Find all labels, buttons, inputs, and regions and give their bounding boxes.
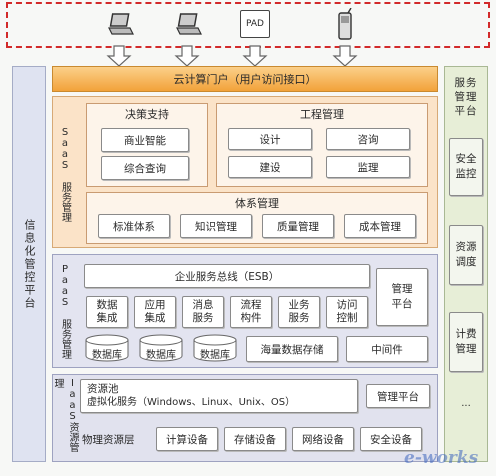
box-access-control: 访问控制: [326, 296, 368, 328]
decision-title: 决策支持: [125, 108, 169, 121]
box-standard-system: 标准体系: [98, 214, 170, 238]
box-esb: 企业服务总线（ESB）: [84, 264, 370, 288]
pad-label: PAD: [246, 19, 264, 29]
left-control-platform: 信息化管控平台: [12, 66, 46, 462]
system-title: 体系管理: [235, 197, 279, 210]
iaas-side-label: IaaS资源管理: [52, 378, 78, 452]
right-top-label: 服务管理平台: [454, 77, 478, 117]
box-data-integration: 数据集成: [86, 296, 128, 328]
box-compute-device: 计算设备: [156, 427, 218, 451]
box-construction: 建设: [228, 156, 312, 178]
right-item-billing: 计费管理: [449, 312, 483, 372]
arrows-down: [106, 45, 358, 67]
database-icon: 数据库: [192, 334, 238, 362]
box-cost-management: 成本管理: [344, 214, 416, 238]
box-security-device: 安全设备: [360, 427, 422, 451]
right-item-security: 安全监控: [449, 138, 483, 196]
box-supervision: 监理: [326, 156, 410, 178]
laptop-icon: [108, 12, 134, 36]
engineering-title: 工程管理: [300, 108, 344, 121]
box-application-integration: 应用集成: [134, 296, 176, 328]
box-mass-data-storage: 海量数据存储: [246, 336, 338, 362]
box-business-service: 业务服务: [278, 296, 320, 328]
box-message-service: 消息服务: [182, 296, 224, 328]
device-area: [6, 2, 490, 48]
box-design: 设计: [228, 128, 312, 150]
paas-side-label: PaaS 服务管理: [59, 263, 71, 359]
laptop-icon: [176, 12, 202, 36]
box-knowledge-management: 知识管理: [180, 214, 252, 238]
box-comprehensive-query: 综合查询: [101, 156, 189, 180]
box-resource-pool: 资源池 虚拟化服务（Windows、Linux、Unix、OS）: [80, 379, 358, 413]
right-ellipsis: ...: [461, 398, 471, 409]
box-consulting: 咨询: [326, 128, 410, 150]
right-item-scheduling: 资源调度: [449, 225, 483, 285]
database-icon: 数据库: [138, 334, 184, 362]
box-storage-device: 存储设备: [224, 427, 286, 451]
box-business-intelligence: 商业智能: [101, 128, 189, 152]
box-quality-management: 质量管理: [262, 214, 334, 238]
eworks-watermark: e-works: [404, 448, 479, 468]
saas-side-label: SaaS 服务管理: [59, 126, 71, 222]
database-icon: 数据库: [84, 334, 130, 362]
mobile-phone-icon: [336, 7, 356, 42]
box-middleware: 中间件: [346, 336, 428, 362]
box-network-device: 网络设备: [292, 427, 354, 451]
physical-resource-label: 物理资源层: [82, 434, 135, 446]
cloud-portal-bar: 云计算门户（用户访问接口）: [52, 66, 438, 92]
box-process-component: 流程构件: [230, 296, 272, 328]
tablet-icon: PAD: [240, 10, 270, 38]
box-iaas-management-platform: 管理平台: [366, 384, 430, 408]
box-paas-management-platform: 管理平台: [376, 268, 428, 326]
